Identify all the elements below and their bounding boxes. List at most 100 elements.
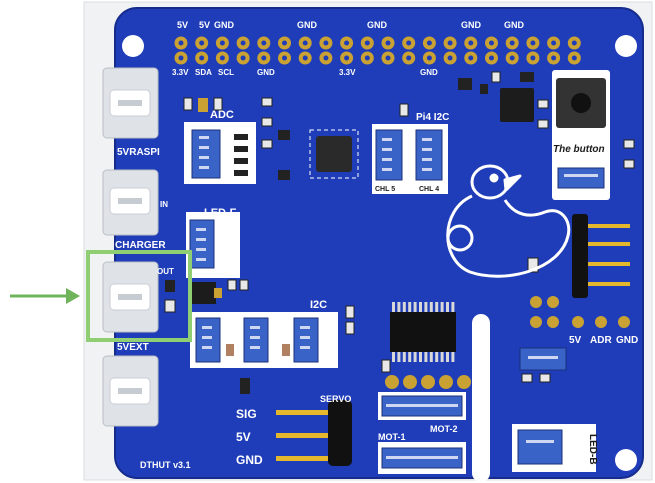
mounting-hole [122,35,144,57]
label-addr-gnd: GND [616,335,638,346]
header-label-gnd-3: GND [367,20,388,30]
gpio-pad-hole [447,55,453,61]
tssop-pin [413,302,417,312]
gpio-pad-hole [509,40,515,46]
label-adc: ADC [210,109,234,121]
tssop-pin [451,302,455,312]
gpio-pad-hole [219,55,225,61]
duck-mascot-icon [446,164,571,278]
gpio-pad-hole [261,40,267,46]
gpio-pad-hole [282,40,287,46]
gpio-pad-hole [551,55,557,61]
tssop-pin [419,352,422,362]
adc-module: ADC [184,109,256,184]
motor-connectors: MOT-1 MOT-2 [378,392,466,474]
gpio-pad-hole [530,40,536,46]
tssop-pin [440,302,444,312]
gpio-pad-hole [240,55,246,61]
tssop-pin [429,352,433,362]
usb-port-5vraspi[interactable] [102,67,159,139]
gpio-pad-hole [178,55,184,61]
tssop-pin [424,302,428,312]
board-slot [472,314,490,482]
gpio-pad-hole [282,55,287,61]
gpio-pad-hole [489,55,494,61]
gpio-pad-hole [406,55,412,61]
tssop-pin [446,352,449,362]
gpio-pad-hole [426,55,432,61]
header-label-5v-2: 5V [199,20,210,30]
label-servo: SERVO [320,394,351,404]
tssop-pin [419,302,422,312]
gpio-pad-hole [468,40,474,46]
addr-pads: 5V ADR GND [530,296,638,346]
gpio-pad-hole [302,55,308,61]
highlight-box [86,250,192,342]
gpio-pad-hole [489,40,494,46]
gpio-pad-hole [261,55,267,61]
header-label-gnd-5: GND [504,20,525,30]
gpio-pad-hole [302,40,308,46]
tssop-pin [397,302,401,312]
gpio-pad-hole [551,40,557,46]
mounting-hole [615,449,637,471]
label-servo-gnd: GND [236,453,263,467]
gpio-pad-hole [571,55,577,61]
label-i2c: I2C [310,299,327,311]
usb-port-in[interactable] [102,169,159,236]
label-charger: CHARGER [115,240,166,251]
tssop-pin [440,352,444,362]
tssop-pin [424,352,428,362]
tssop-chip [390,302,456,362]
tssop-pin [392,302,395,312]
adc-connector-pins [199,136,209,169]
tssop-pin [435,352,439,362]
servo-header: SERVO SIG 5V GND [236,394,352,467]
tssop-pin [408,352,412,362]
tssop-pin [392,352,395,362]
arrow-icon [10,288,80,304]
label-servo-5v: 5V [236,430,251,444]
tssop-pin [408,302,412,312]
gpio-pad-hole [530,55,536,61]
gpio-pad-hole [364,55,370,61]
gpio-pad-hole [199,55,205,61]
tssop-pin [451,352,455,362]
tssop-pin [435,302,439,312]
tssop-pin [446,302,449,312]
tssop-pads [385,375,471,389]
gpio-pad-hole [385,40,391,46]
tssop-pin [429,302,433,312]
header-top-labels: 5V 5V GND GND GND GND GND [177,20,525,30]
label-sig: SIG [236,407,257,421]
header-label-gnd-6: GND [257,68,275,77]
tssop-pin [397,352,401,362]
gpio-pad-hole [406,40,412,46]
angled-header [572,214,630,298]
header-bottom-labels: 3.3V SDA SCL GND 3.3V GND [172,68,438,77]
i2c-module: I2C [190,299,338,368]
usb-port-out[interactable] [102,261,159,333]
header-label-sda: SDA [195,68,212,77]
gpio-pad-hole [178,40,184,46]
label-addr-adr: ADR [590,335,612,346]
gpio-pad-hole [344,55,350,61]
soic-chip [500,88,534,122]
label-5vext: 5VEXT [117,342,149,353]
qfn-chip [309,129,359,179]
label-mot2: MOT-2 [430,424,458,434]
gpio-pad-hole [385,55,391,61]
tssop-pin [413,352,417,362]
usb-port-5vext[interactable] [102,355,159,427]
the-button-module[interactable]: The button [552,70,610,200]
header-label-gnd-2: GND [297,20,318,30]
smd-components [164,71,635,394]
regulator [190,282,222,304]
label-led-f: LED-F [204,207,237,219]
gpio-header [174,36,581,65]
label-chl5: CHL 5 [375,186,395,193]
label-out: OUT [157,267,174,276]
label-mot1: MOT-1 [378,432,406,442]
label-the-button: The button [553,144,605,155]
